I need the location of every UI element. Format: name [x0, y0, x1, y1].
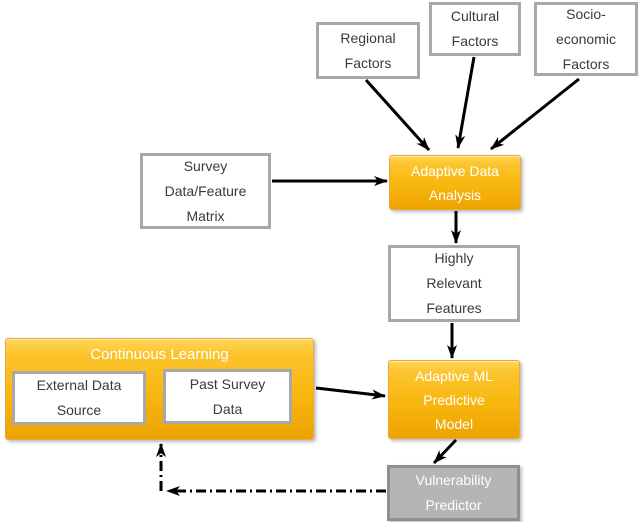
node-label: Survey	[183, 157, 228, 174]
node-adaptive-data-analysis: Adaptive Data Analysis	[389, 155, 521, 210]
node-label: Matrix	[186, 207, 225, 224]
node-adaptive-ml-predictive-model: Adaptive ML Predictive Model	[388, 360, 520, 439]
node-label: Data/Feature	[164, 182, 247, 199]
node-past-survey-data: Past Survey Data	[163, 369, 292, 424]
node-survey-data-feature-matrix: Survey Data/Feature Matrix	[140, 153, 271, 229]
node-label: Vulnerability	[415, 472, 492, 488]
node-label: Source	[56, 402, 102, 418]
node-label: Socio-	[566, 5, 606, 22]
node-label: Cultural	[450, 8, 500, 24]
node-label: Factors	[451, 33, 499, 49]
node-highly-relevant-features: Highly Relevant Features	[388, 245, 520, 322]
arrow-regional-to-analysis	[364, 78, 431, 152]
node-vulnerability-predictor: Vulnerability Predictor	[387, 465, 520, 521]
node-label: External Data	[36, 377, 122, 393]
node-label: Predictive	[423, 391, 485, 408]
continuous-learning-title: Continuous Learning	[90, 346, 229, 363]
node-label: Predictor	[425, 497, 482, 513]
node-label: Adaptive Data	[411, 162, 499, 179]
arrow-cultural-to-analysis	[455, 56, 476, 149]
node-label: Features	[426, 300, 482, 316]
node-external-data-source: External Data Source	[12, 371, 146, 425]
node-label: Adaptive ML	[415, 367, 493, 384]
node-cultural-factors: Cultural Factors	[429, 2, 521, 56]
arrow-socio-to-analysis	[490, 77, 580, 151]
node-label: Relevant	[426, 275, 482, 291]
node-socio-economic-factors: Socio- economic Factors	[534, 2, 638, 76]
node-label: Model	[434, 415, 474, 432]
node-label: economic	[556, 30, 616, 47]
arrow-learning-to-model	[315, 386, 386, 400]
node-label: Factors	[562, 55, 610, 72]
node-label: Past Survey	[189, 375, 266, 392]
node-label: Analysis	[428, 186, 482, 203]
node-continuous-learning: Continuous Learning External Data Source…	[5, 338, 314, 440]
node-label: Factors	[344, 54, 392, 71]
node-regional-factors: Regional Factors	[316, 22, 420, 79]
arrow-model-to-predictor	[432, 438, 458, 465]
node-label: Highly	[434, 250, 474, 266]
node-label: Data	[212, 400, 243, 417]
node-label: Regional	[340, 29, 396, 46]
